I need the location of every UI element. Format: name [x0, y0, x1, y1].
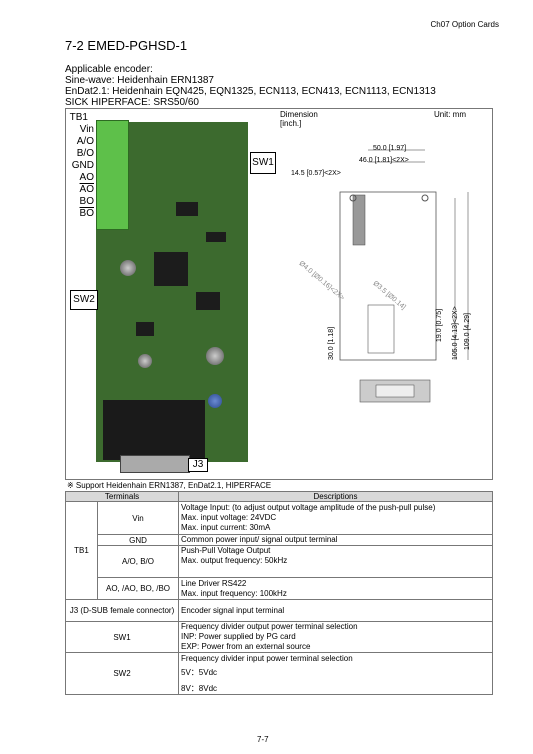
- dsub-face: [120, 455, 190, 473]
- figure-frame: [65, 108, 493, 480]
- chapter-header: Ch07 Option Cards: [430, 20, 499, 29]
- terminal-a: AO: [79, 172, 94, 183]
- terminal-gnd: GND: [71, 160, 94, 171]
- terminal-cell: SW1: [65, 621, 179, 653]
- sw2-label: SW2: [70, 290, 98, 310]
- terminal-b-bar: BO: [79, 208, 94, 219]
- sw1-label: SW1: [250, 152, 276, 174]
- table-row: AO, /AO, BO, /BO Line Driver RS422 Max. …: [66, 577, 493, 600]
- encoder-heading: Applicable encoder:: [65, 64, 153, 75]
- dimension-drawing: [339, 149, 469, 403]
- dimension-title: Dimension: [280, 110, 318, 119]
- dim-46: 46.0 [1.81]<2X>: [359, 157, 409, 164]
- dim-19: 19.0 [0.75]: [436, 308, 443, 342]
- table-row: A/O, B/O Push-Pull Voltage Output Max. o…: [66, 545, 493, 578]
- terminal-table: Terminals Descriptions TB1 Vin Voltage I…: [65, 491, 493, 695]
- table-row: SW2 Frequency divider input power termin…: [65, 652, 493, 695]
- terminal-cell: AO, /AO, BO, /BO: [97, 577, 179, 600]
- terminal-cell: SW2: [65, 652, 179, 695]
- page-number: 7-7: [257, 735, 269, 744]
- j3-label: J3: [188, 458, 208, 472]
- dimension-unit-note: [inch.]: [280, 119, 302, 128]
- terminal-a-bar: AO: [79, 184, 94, 195]
- terminal-cell: GND: [97, 534, 179, 546]
- terminal-block: [96, 120, 129, 230]
- dimension-unit: Unit: mm: [434, 110, 466, 119]
- header-descriptions: Descriptions: [178, 491, 493, 502]
- dim-50: 50.0 [1.97]: [373, 145, 407, 152]
- table-row: SW1 Frequency divider output power termi…: [65, 621, 493, 653]
- encoder-sine: Sine-wave: Heidenhain ERN1387: [65, 75, 214, 86]
- terminal-cell: A/O, B/O: [97, 545, 179, 578]
- tb1-label: TB1: [69, 112, 88, 123]
- dim-14-5: 14.5 [0.57]<2X>: [291, 170, 341, 177]
- dim-109: 109.0 [4.29]: [464, 313, 471, 350]
- terminal-ao: A/O: [76, 136, 94, 147]
- encoder-sick: SICK HIPERFACE: SRS50/60: [65, 97, 199, 108]
- support-note: ※ Support Heidenhain ERN1387, EnDat2.1, …: [67, 481, 272, 490]
- terminal-cell: J3 (D-SUB female connector): [65, 599, 179, 622]
- terminal-vin: Vin: [79, 124, 94, 135]
- terminal-b: BO: [79, 196, 94, 207]
- tb1-cell: TB1: [65, 501, 98, 600]
- header-terminals: Terminals: [65, 491, 179, 502]
- table-row: J3 (D-SUB female connector) Encoder sign…: [65, 599, 493, 622]
- dim-30: 30.0 [1.18]: [328, 326, 335, 360]
- dsub-connector: [103, 400, 205, 460]
- terminal-bo: B/O: [76, 148, 94, 159]
- table-row: GND Common power input/ signal output te…: [66, 534, 493, 546]
- table-row: TB1 Vin Voltage Input: (to adjust output…: [65, 501, 493, 600]
- terminal-cell: Vin: [97, 501, 179, 535]
- encoder-endat: EnDat2.1: Heidenhain EQN425, EQN1325, EC…: [65, 86, 436, 97]
- page-title: 7-2 EMED-PGHSD-1: [65, 38, 188, 53]
- dim-105: 105.0 [4.13]<2X>: [452, 306, 459, 360]
